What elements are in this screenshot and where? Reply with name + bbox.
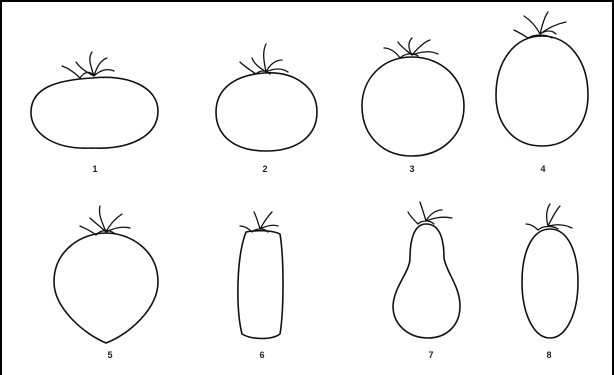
- shape-label-8: 8: [546, 350, 551, 360]
- tomato-shape-2: 2: [216, 44, 317, 174]
- shape-label-1: 1: [92, 164, 97, 174]
- tomato-shape-4: 4: [496, 12, 588, 174]
- shape-label-3: 3: [409, 164, 414, 174]
- shape-label-2: 2: [262, 164, 267, 174]
- shape-label-6: 6: [259, 350, 264, 360]
- tomato-shape-8: 8: [522, 204, 578, 360]
- tomato-shape-3: 3: [362, 38, 464, 174]
- shape-label-4: 4: [540, 164, 545, 174]
- shape-label-5: 5: [107, 350, 112, 360]
- tomato-shape-5: 5: [54, 206, 158, 360]
- tomato-shape-7: 7: [393, 202, 460, 360]
- shape-label-7: 7: [428, 350, 433, 360]
- tomato-shape-1: 1: [31, 52, 158, 174]
- tomato-shape-6: 6: [238, 212, 283, 360]
